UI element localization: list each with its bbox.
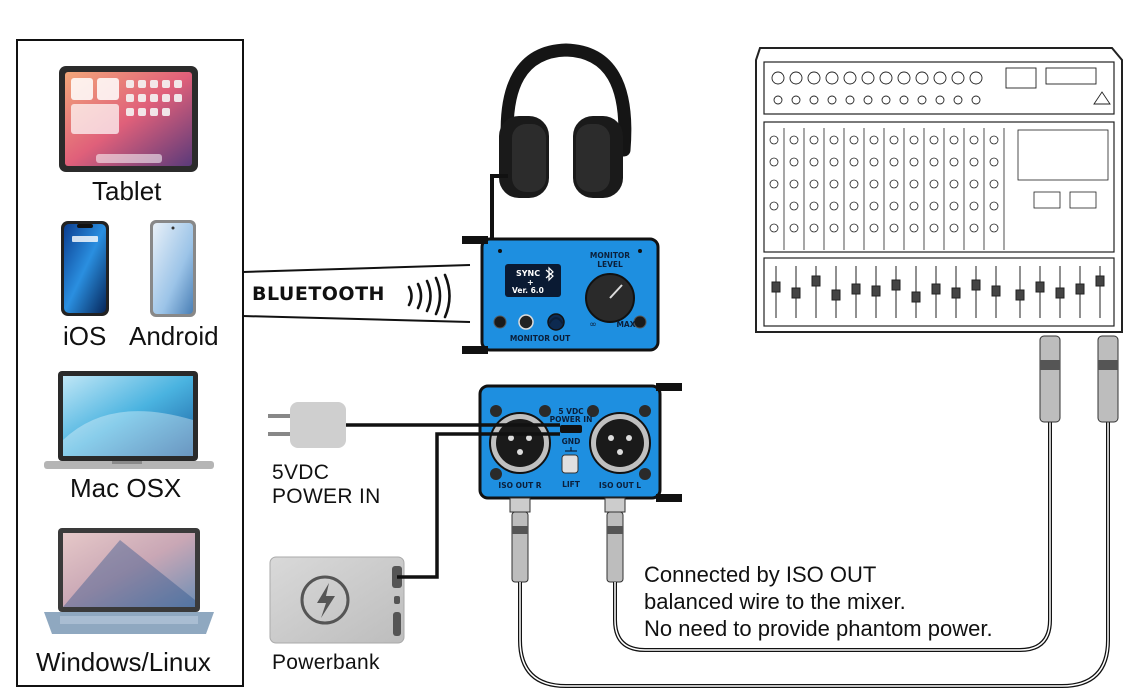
note-line-3: No need to provide phantom power. — [644, 616, 993, 641]
monitor-level-label-1: MONITOR — [590, 251, 630, 260]
windows-laptop-icon — [44, 528, 214, 634]
tablet-label: Tablet — [92, 176, 162, 206]
monitor-min-label: ∞ — [589, 320, 597, 330]
bluetooth-label: BLUETOOTH — [252, 283, 385, 305]
screen-line-3: Ver. 6.0 — [512, 286, 544, 295]
adapter-label-2: POWER IN — [272, 485, 381, 508]
adapter-label-1: 5VDC — [272, 461, 330, 484]
power-adapter-icon — [268, 402, 346, 448]
monitor-max-label: MAX — [616, 320, 635, 329]
mixer-console-icon — [755, 47, 1123, 333]
power-in-label-1: 5 VDC — [558, 407, 584, 416]
lift-label: LIFT — [562, 480, 581, 489]
windows-label: Windows/Linux — [36, 647, 211, 677]
xlr-plug-mixer-r-icon — [1097, 335, 1119, 423]
android-label: Android — [129, 321, 219, 351]
powerbank-icon — [269, 556, 405, 644]
iso-out-r-label: ISO OUT R — [498, 481, 541, 490]
receiver-unit — [462, 236, 660, 354]
monitor-level-label-2: LEVEL — [597, 260, 623, 269]
ios-phone-icon — [61, 221, 109, 316]
bluetooth-wedge — [242, 264, 471, 323]
note-line-1: Connected by ISO OUT — [644, 562, 877, 587]
mac-label: Mac OSX — [70, 473, 182, 503]
tablet-icon — [59, 66, 198, 172]
iso-out-note: Connected by ISO OUT balanced wire to th… — [644, 561, 993, 642]
android-phone-icon — [150, 220, 196, 317]
monitor-out-label: MONITOR OUT — [510, 334, 571, 343]
powerbank-label: Powerbank — [272, 651, 380, 674]
bluetooth-logo-icon — [545, 266, 554, 282]
ios-label: iOS — [63, 321, 107, 351]
mac-laptop-icon — [44, 371, 214, 469]
screen-line-1: SYNC — [516, 269, 540, 278]
headphones-icon — [499, 43, 632, 198]
power-in-label-2: POWER IN — [550, 415, 593, 424]
xlr-plug-mixer-l-icon — [1039, 335, 1061, 423]
gnd-label: GND — [562, 437, 581, 446]
xlr-plug-l-icon — [604, 497, 626, 583]
screen-line-2: + — [527, 278, 534, 287]
iso-out-unit — [478, 383, 682, 502]
bluetooth-waves-icon — [407, 273, 451, 319]
powerbank-cable — [397, 432, 560, 579]
headphone-jack-icon — [548, 317, 564, 325]
xlr-plug-r-icon — [509, 497, 531, 583]
note-line-2: balanced wire to the mixer. — [644, 589, 906, 614]
iso-out-l-label: ISO OUT L — [599, 481, 641, 490]
ground-symbol-icon — [565, 447, 577, 452]
